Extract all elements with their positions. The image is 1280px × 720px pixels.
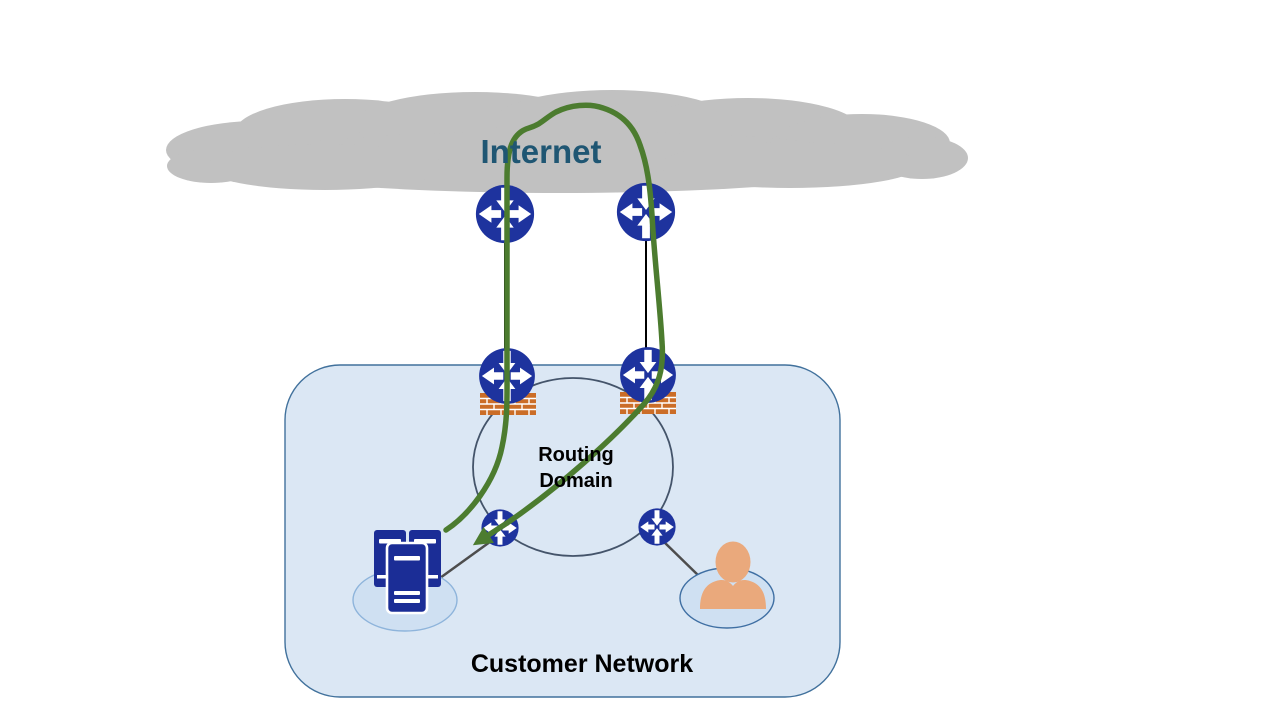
link-router-to-server [439, 537, 495, 580]
domain-router-right-icon [638, 508, 676, 546]
server-icon [374, 530, 441, 615]
customer-network-box [284, 364, 841, 698]
routing-domain-ellipse [472, 377, 674, 557]
link-router-to-user [661, 539, 703, 580]
internet-cloud [166, 90, 968, 193]
user-icon [700, 541, 766, 609]
internet-router-right-icon [616, 182, 676, 242]
traffic-path-arrow [443, 102, 666, 546]
